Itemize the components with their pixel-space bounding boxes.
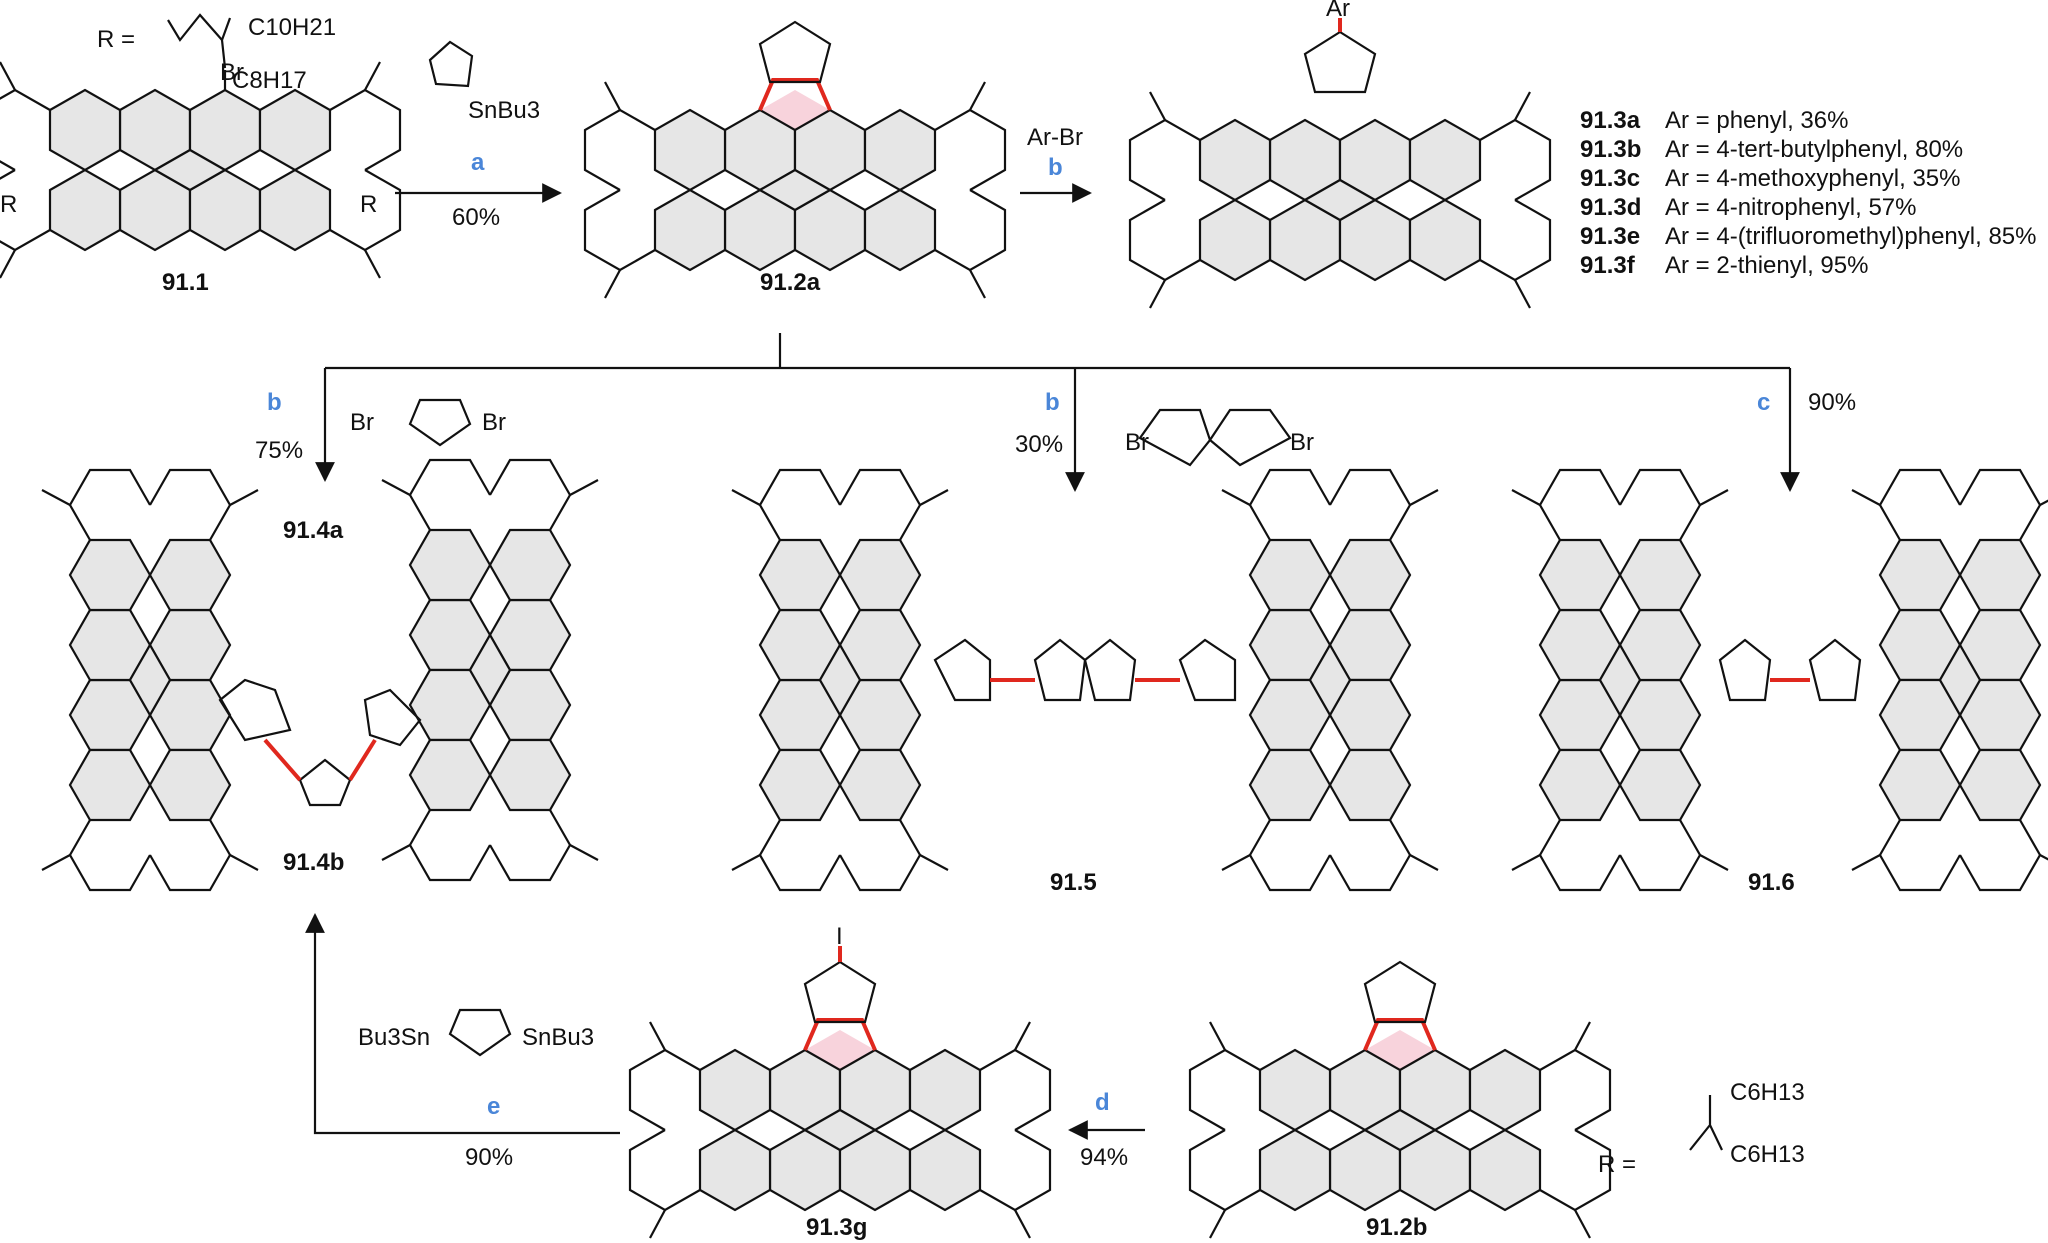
step-label-b-middle: b	[1045, 389, 1060, 416]
table-row-id: 91.3f	[1580, 252, 1636, 279]
compound-label-91-6: 91.6	[1748, 869, 1795, 896]
reagent-tt-br-left: Br	[1125, 429, 1149, 456]
molecule-91-4b	[40, 458, 600, 892]
molecule-91-5	[730, 468, 1440, 892]
table-row-id: 91.3d	[1580, 194, 1641, 221]
molecule-91-1	[0, 60, 402, 280]
product-table-91-3: 91.3a Ar = phenyl, 36% 91.3b Ar = 4-tert…	[1580, 107, 2036, 279]
substituent-r-top-branch1: C10H21	[248, 14, 336, 41]
substituent-r-top-skeleton	[167, 13, 232, 69]
step-yield-d: 94%	[1080, 1144, 1128, 1171]
table-row-id: 91.3c	[1580, 165, 1640, 192]
molecule-91-3g-iodine-label: I	[836, 923, 843, 950]
step-yield-c: 90%	[1808, 389, 1856, 416]
molecule-91-2b	[1188, 960, 1612, 1240]
reaction-arrow-e	[305, 913, 620, 1135]
step-label-d: d	[1095, 1089, 1110, 1116]
compound-label-91-4a: 91.4a	[283, 517, 344, 544]
molecule-91-2a	[583, 20, 1007, 300]
bis-stannyl-thiophene-reagent	[448, 1008, 512, 1057]
compound-label-91-5: 91.5	[1050, 869, 1097, 896]
reagent-snbu3-label: SnBu3	[468, 97, 540, 124]
dibromothienothiophene-reagent	[1138, 408, 1292, 467]
reagent-tt-br-right: Br	[1290, 429, 1314, 456]
table-row-id: 91.3e	[1580, 223, 1640, 250]
substituent-r-top-label: R =	[97, 26, 135, 53]
compound-label-91-2b: 91.2b	[1366, 1214, 1427, 1241]
table-row-id: 91.3b	[1580, 136, 1641, 163]
step-label-c: c	[1757, 389, 1770, 416]
table-row-text: Ar = 4-methoxyphenyl, 35%	[1665, 165, 1961, 192]
substituent-r-bottom-branch2: C6H13	[1730, 1141, 1805, 1168]
table-row-text: Ar = phenyl, 36%	[1665, 107, 1848, 134]
step-yield-a: 60%	[452, 204, 500, 231]
molecule-91-3	[1128, 18, 1552, 310]
step-label-a: a	[471, 149, 485, 176]
table-row-text: Ar = 2-thienyl, 95%	[1665, 252, 1868, 279]
molecule-91-1-r-right: R	[360, 191, 377, 218]
molecule-91-1-br-label: Br	[220, 59, 244, 86]
reagent-ar-br: Ar-Br	[1027, 124, 1083, 151]
step-yield-e: 90%	[465, 1144, 513, 1171]
compound-label-91-3g: 91.3g	[806, 1214, 867, 1241]
reagent-snbu3: SnBu3	[522, 1024, 594, 1051]
dibromothiophene-reagent	[408, 398, 472, 447]
reagent-br-left: Br	[350, 409, 374, 436]
molecule-91-3-ar-label: Ar	[1326, 0, 1350, 22]
substituent-r-bottom-branch1: C6H13	[1730, 1079, 1805, 1106]
molecule-91-1-r-left: R	[0, 191, 17, 218]
table-row-id: 91.3a	[1580, 107, 1641, 134]
thiazole-stannane-reagent	[428, 40, 474, 88]
substituent-r-bottom-label: R =	[1598, 1151, 1636, 1178]
step-label-e: e	[487, 1093, 500, 1120]
substituent-r-bottom-skeleton	[1689, 1095, 1723, 1151]
step-label-b-top: b	[1048, 154, 1063, 181]
compound-label-91-4b: 91.4b	[283, 849, 344, 876]
reagent-bu3sn: Bu3Sn	[358, 1024, 430, 1051]
step-yield-b-left: 75%	[255, 437, 303, 464]
table-row-text: Ar = 4-tert-butylphenyl, 80%	[1665, 136, 1963, 163]
molecule-91-3g	[628, 946, 1052, 1240]
compound-label-91-2a: 91.2a	[760, 269, 821, 296]
branch-arrows	[315, 333, 1800, 492]
molecule-91-6	[1510, 468, 2048, 892]
reagent-br-right: Br	[482, 409, 506, 436]
compound-label-91-1: 91.1	[162, 269, 209, 296]
table-row-text: Ar = 4-nitrophenyl, 57%	[1665, 194, 1916, 221]
step-yield-b-middle: 30%	[1015, 431, 1063, 458]
step-label-b-left: b	[267, 389, 282, 416]
table-row-text: Ar = 4-(trifluoromethyl)phenyl, 85%	[1665, 223, 2036, 250]
